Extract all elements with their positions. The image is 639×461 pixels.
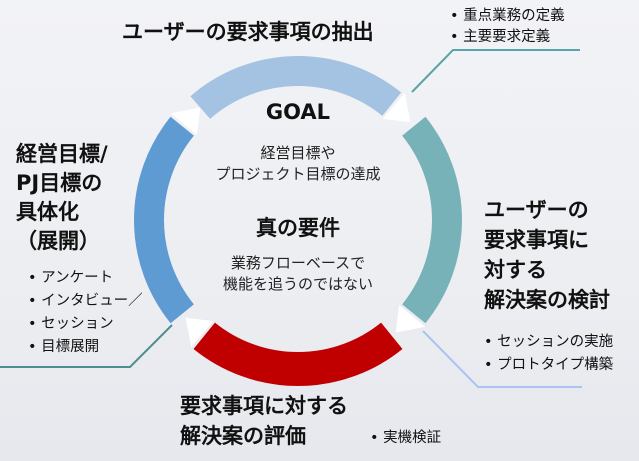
top-ring-segment [190, 56, 402, 120]
leader-line-left [0, 324, 173, 368]
goal-line: 経営目標や [260, 144, 336, 162]
left-stage-title: （展開） [16, 229, 100, 253]
arrowhead-icon [382, 92, 411, 123]
goal-title: GOAL [265, 100, 331, 124]
bottom-bullet: • 実機検証 [370, 430, 442, 446]
left-bullet: • セッション [28, 316, 114, 332]
leader-line-right [422, 330, 582, 388]
arrowhead-icon [395, 304, 426, 333]
left-stage-title: 具体化 [16, 200, 79, 224]
arrowhead-icon [170, 107, 201, 136]
arrowhead-icon [185, 317, 214, 348]
left-bullet: • アンケート [28, 270, 114, 286]
top-bullet: • 主要要求定義 [450, 29, 551, 45]
left-bullet: • 目標展開 [28, 339, 100, 355]
requirement-title: 真の要件 [256, 216, 340, 240]
goal-line: プロジェクト目標の達成 [215, 165, 381, 183]
right-stage-title: 要求事項に [484, 228, 589, 252]
right-ring-segment [401, 116, 462, 324]
right-stage-title: 対する [484, 258, 547, 282]
leader-line-top [411, 49, 580, 93]
left-ring-segment [134, 116, 195, 324]
left-stage-title: 経営目標/ [16, 142, 108, 166]
bottom-stage-title: 解決案の評価 [180, 424, 306, 448]
top-stage-title: ユーザーの要求事項の抽出 [122, 20, 374, 44]
right-stage-title: 解決案の検討 [484, 288, 610, 312]
right-bullet: • セッションの実施 [484, 334, 614, 350]
requirement-line: 機能を追うのではない [222, 275, 373, 293]
top-bullet: • 重点業務の定義 [450, 8, 565, 24]
bottom-ring-segment [193, 322, 403, 386]
right-stage-title: ユーザーの [484, 198, 589, 222]
left-bullet: • インタビュー／ [28, 293, 143, 309]
left-stage-title: PJ目標の [16, 171, 103, 195]
requirement-line: 業務フローベースで [230, 254, 366, 272]
bottom-stage-title: 要求事項に対する [180, 394, 348, 418]
right-bullet: • プロトタイプ構築 [484, 357, 614, 373]
